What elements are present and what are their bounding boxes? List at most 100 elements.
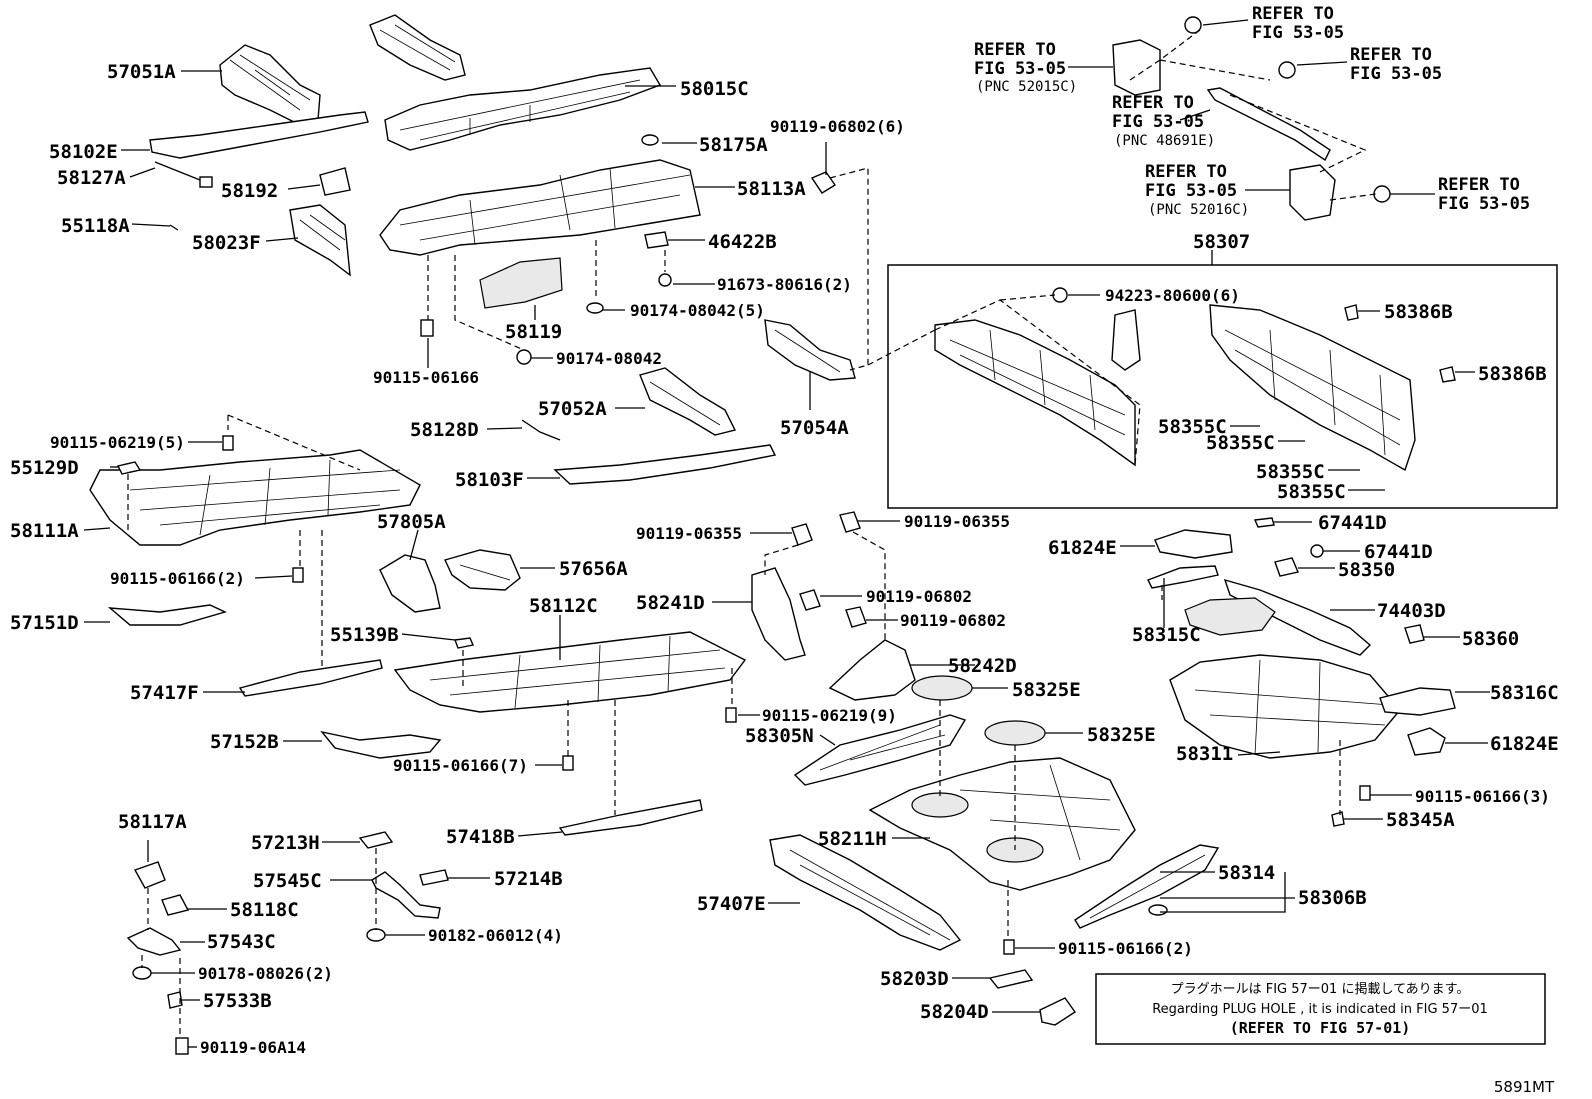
part-labels: 57051A 58015C 58102E 58127A 58192 55118A… [10,61,1559,1057]
label-90115-06219-9: 90115-06219(9) [762,706,897,725]
part-58203D [988,969,1034,989]
part-90115-06219-9-bolt [725,707,737,723]
part-90115-06166-2b-bolt [1003,939,1015,955]
part-ref-bolt-3 [1373,185,1391,203]
label-67441D-b: 67441D [1364,541,1433,563]
label-57543C: 57543C [207,931,276,953]
label-90115-06166-7: 90115-06166(7) [393,756,528,775]
label-90119-06355-a: 90119-06355 [636,524,742,543]
part-58345A [1331,811,1345,827]
label-90119-06355-b: 90119-06355 [904,512,1010,531]
part-58192 [319,167,351,196]
part-90115-06166-bolt [420,319,434,337]
note-line-en: Regarding PLUG HOLE , it is indicated in… [1152,1002,1488,1017]
part-74403D-cover [1184,597,1276,636]
part-58325E-b [984,720,1046,746]
label-58307: 58307 [1193,231,1250,253]
part-57152B [320,730,442,759]
label-61824E-b: 61824E [1490,733,1559,755]
part-58102E [149,111,369,159]
label-58316C: 58316C [1490,682,1559,704]
part-57054A [764,319,856,381]
part-58111A [89,449,421,546]
label-58305N: 58305N [745,725,814,747]
label-58118C: 58118C [230,899,299,921]
part-58307-bracket [1111,309,1141,371]
label-90119-06A14: 90119-06A14 [200,1038,306,1057]
refer-6-line1: REFER TO [1438,175,1520,195]
part-57151D [107,604,227,626]
part-58305N [793,714,967,786]
part-58175A [641,134,659,146]
part-58350 [1274,557,1299,577]
label-58119: 58119 [505,321,562,343]
group-box-58307 [887,264,1558,509]
label-58355C-3: 58355C [1256,461,1325,483]
label-58355C-1: 58355C [1158,416,1227,438]
note-line-ref: (REFER TO FIG 57-01) [1230,1019,1411,1037]
label-57418B: 57418B [446,826,515,848]
part-90115-06166-3-bolt [1359,785,1371,801]
refer-to-blocks: REFER TO FIG 53-05 REFER TO FIG 53-05 (P… [974,4,1530,218]
label-90115-06166: 90115-06166 [373,368,479,387]
part-57051A [219,44,321,126]
part-90119-06802-a [799,589,821,611]
label-90182-06012-4: 90182-06012(4) [428,926,563,945]
part-61824E-b [1407,727,1446,756]
label-58355C-2: 58355C [1206,432,1275,454]
label-58325E-b: 58325E [1087,724,1156,746]
label-90174-08042: 90174-08042 [556,349,662,368]
part-58119 [479,257,563,309]
label-57805A: 57805A [377,511,446,533]
refer-6-line2: FIG 53-05 [1438,194,1530,214]
label-58386B-b: 58386B [1478,363,1547,385]
label-58117A: 58117A [118,811,187,833]
part-46422B [644,231,669,249]
label-58175A: 58175A [699,134,768,156]
label-57214B: 57214B [494,868,563,890]
part-58315C [1147,565,1219,589]
assembly-dashed-lines [127,29,1377,1038]
label-90115-06166-2b: 90115-06166(2) [1058,939,1193,958]
part-90119-06802-b [845,606,867,628]
label-58315C: 58315C [1132,624,1201,646]
label-58314: 58314 [1218,862,1275,884]
part-67441D-b [1310,544,1324,558]
label-58306B: 58306B [1298,887,1367,909]
label-58386B-a: 58386B [1384,301,1453,323]
label-91673-80616-2: 91673-80616(2) [717,275,852,294]
label-57054A: 57054A [780,417,849,439]
part-58241D [751,567,806,661]
part-58113A [379,159,701,256]
part-57543C [126,927,182,956]
part-58325E-a [911,675,973,701]
part-58112C [393,631,747,713]
part-90119-06355-b [839,511,861,533]
part-90178-nut [132,966,152,980]
label-58350: 58350 [1338,559,1395,581]
label-46422B: 46422B [708,231,777,253]
label-67441D-a: 67441D [1318,512,1387,534]
figure-code: 5891MT [1494,1078,1555,1096]
label-57152B: 57152B [210,731,279,753]
label-74403D: 74403D [1377,600,1446,622]
part-ref-bolt-1 [1184,16,1202,34]
part-57545C [371,871,441,919]
label-58015C: 58015C [680,78,749,100]
part-58242D [828,639,916,701]
refer-4-line3: (PNC 48691E) [1114,133,1215,149]
label-58311: 58311 [1176,743,1233,765]
label-58111A: 58111A [10,520,79,542]
part-57052A [639,367,737,436]
part-90182-nut [366,928,386,942]
part-58211H [868,757,1136,891]
part-67441D-a [1253,517,1275,528]
part-90119-06802-6 [810,171,836,194]
label-57417F: 57417F [130,682,199,704]
refer-2-line2: FIG 53-05 [974,59,1066,79]
part-90119-06355-a [791,523,813,546]
label-57213H: 57213H [251,832,320,854]
part-90119-06A14-bolt [175,1037,189,1055]
label-90115-06166-3: 90115-06166(3) [1415,787,1550,806]
label-57407E: 57407E [697,893,766,915]
